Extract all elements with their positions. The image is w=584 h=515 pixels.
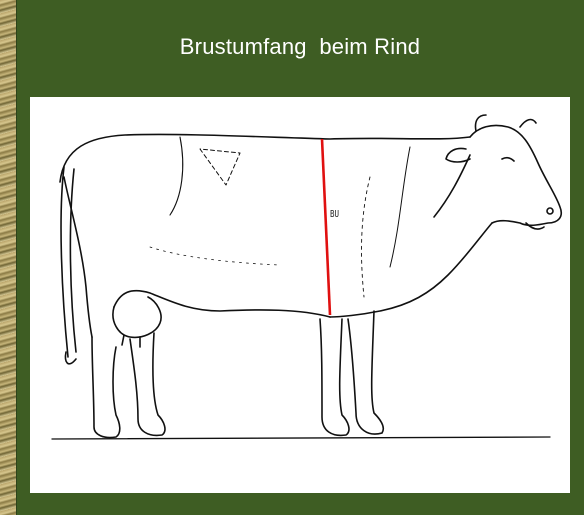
- cow-line-drawing: [30, 97, 570, 493]
- chest-girth-measure-line: [322, 139, 330, 315]
- cow-udder: [113, 297, 161, 337]
- page-title: Brustumfang beim Rind: [16, 34, 584, 60]
- measure-label-bu: BU: [330, 209, 339, 220]
- decorative-texture-strip: [0, 0, 17, 515]
- cow-back-outline: [60, 134, 470, 182]
- cow-neck-outline: [330, 223, 492, 317]
- cow-hind-leg: [92, 337, 120, 438]
- cow-tail: [61, 167, 68, 357]
- cow-illustration-panel: BU: [30, 97, 570, 493]
- ground-line: [52, 437, 550, 439]
- cow-front-leg: [320, 319, 349, 435]
- cow-belly-outline: [114, 291, 330, 317]
